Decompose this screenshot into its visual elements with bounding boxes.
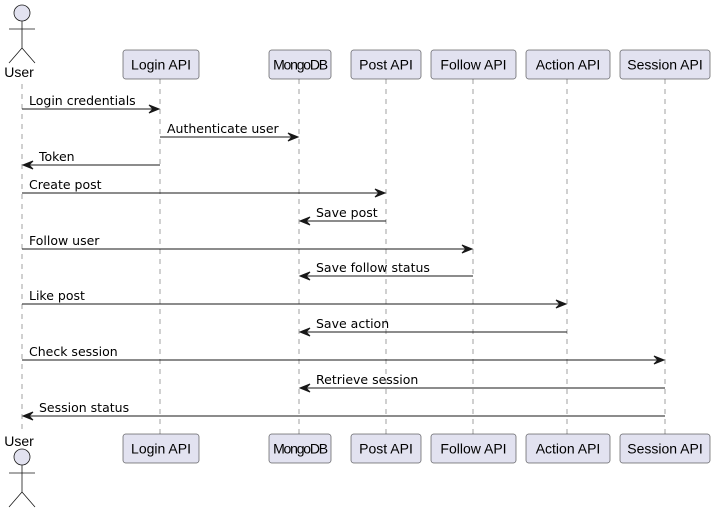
participant-follow-top: Follow API <box>430 49 517 80</box>
participant-box <box>619 433 711 464</box>
participant-box <box>619 49 711 80</box>
participant-box <box>525 433 611 464</box>
participant-action-top: Action API <box>525 49 611 80</box>
arrowhead-icon <box>21 160 34 170</box>
message-3: Token <box>21 149 160 170</box>
participant-label: Post API <box>359 441 413 457</box>
participant-label: MongoDB <box>273 57 328 73</box>
participant-box <box>122 49 200 80</box>
arrowhead-icon <box>653 355 666 365</box>
participant-session-top: Session API <box>619 49 711 80</box>
actor-head-icon <box>13 448 31 466</box>
participant-label: Post API <box>359 57 413 73</box>
participant-label: Action API <box>536 441 601 457</box>
message-label: Login credentials <box>29 93 136 108</box>
participant-mongo-top: MongoDB <box>268 49 332 80</box>
participant-box <box>430 49 517 80</box>
participant-box <box>268 49 332 80</box>
participant-action-bottom: Action API <box>525 433 611 464</box>
message-6: Follow user <box>22 233 474 254</box>
message-9: Save action <box>298 316 567 337</box>
participant-label: MongoDB <box>273 441 328 457</box>
arrowhead-icon <box>374 188 387 198</box>
participant-label: User <box>4 433 34 449</box>
arrowhead-icon <box>461 244 474 254</box>
message-4: Create post <box>22 177 387 198</box>
actor-body-icon <box>8 465 36 508</box>
participant-label: Session API <box>627 57 703 73</box>
message-5: Save post <box>298 205 386 226</box>
participant-label: Follow API <box>440 441 506 457</box>
message-2: Authenticate user <box>160 121 300 142</box>
arrowhead-icon <box>148 104 161 114</box>
participant-mongo-bottom: MongoDB <box>268 433 332 464</box>
message-1: Login credentials <box>22 93 161 114</box>
message-10: Check session <box>22 344 666 365</box>
message-12: Session status <box>21 400 665 421</box>
message-label: Session status <box>39 400 129 415</box>
message-label: Authenticate user <box>167 121 280 136</box>
message-label: Follow user <box>29 233 100 248</box>
message-label: Save post <box>316 205 378 220</box>
message-label: Like post <box>29 288 85 303</box>
message-label: Create post <box>29 177 102 192</box>
participant-box <box>268 433 332 464</box>
message-label: Token <box>38 149 75 164</box>
actor-user-top: User <box>4 4 36 80</box>
arrowhead-icon <box>298 216 311 226</box>
arrowhead-icon <box>21 411 34 421</box>
arrowhead-icon <box>287 132 300 142</box>
actor-user-bottom: User <box>4 433 36 508</box>
participant-box <box>350 49 422 80</box>
message-label: Save action <box>316 316 389 331</box>
participant-follow-bottom: Follow API <box>430 433 517 464</box>
message-7: Save follow status <box>298 260 473 281</box>
actor-body-icon <box>8 21 36 64</box>
arrowhead-icon <box>298 327 311 337</box>
participant-label: Session API <box>627 441 703 457</box>
participant-label: Login API <box>131 441 191 457</box>
message-11: Retrieve session <box>298 372 665 393</box>
participant-post-bottom: Post API <box>350 433 422 464</box>
participant-label: User <box>4 64 34 80</box>
participant-box <box>430 433 517 464</box>
arrowhead-icon <box>298 383 311 393</box>
message-label: Retrieve session <box>316 372 418 387</box>
arrowhead-icon <box>555 299 568 309</box>
participant-post-top: Post API <box>350 49 422 80</box>
participant-box <box>122 433 200 464</box>
participant-box <box>525 49 611 80</box>
participant-label: Action API <box>536 57 601 73</box>
participant-label: Login API <box>131 57 191 73</box>
participant-login-top: Login API <box>122 49 200 80</box>
message-8: Like post <box>22 288 568 309</box>
participant-box <box>350 433 422 464</box>
message-label: Save follow status <box>316 260 430 275</box>
participant-label: Follow API <box>440 57 506 73</box>
message-label: Check session <box>29 344 118 359</box>
arrowhead-icon <box>298 271 311 281</box>
participant-login-bottom: Login API <box>122 433 200 464</box>
actor-head-icon <box>13 4 31 22</box>
participant-session-bottom: Session API <box>619 433 711 464</box>
